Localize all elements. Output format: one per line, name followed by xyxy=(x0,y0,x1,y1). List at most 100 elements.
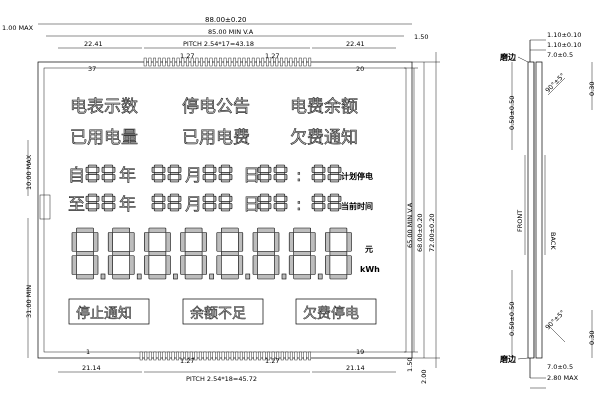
big-digit xyxy=(144,227,171,280)
digit-segment xyxy=(178,166,182,173)
lcd-text-yiyong-df: 已用电费 xyxy=(182,128,250,148)
lcd-row-2: 已用电量 已用电费 欠费通知 xyxy=(70,128,359,149)
digit-segment xyxy=(87,208,98,212)
digit-segment xyxy=(76,274,94,280)
top-pin xyxy=(251,57,255,67)
digit-segment xyxy=(220,193,231,197)
digit-segment xyxy=(151,203,155,210)
digit-segment xyxy=(85,174,89,181)
bottom-pin xyxy=(217,351,220,361)
small-digit xyxy=(85,193,100,212)
pin-1: 1 xyxy=(86,348,90,356)
lcd-unit-yuan: 元 xyxy=(365,245,373,254)
digit-segment xyxy=(322,174,326,181)
digit-segment xyxy=(184,250,203,257)
bottom-pin xyxy=(198,351,202,361)
digit-segment xyxy=(293,250,312,257)
top-pin xyxy=(157,57,161,67)
dim-127-d: 1.27 xyxy=(265,357,279,365)
bottom-pin xyxy=(258,351,261,361)
dim-pitch-top: PITCH 2.54*17=43.18 xyxy=(183,40,254,48)
small-digit xyxy=(273,164,288,183)
big-digit xyxy=(252,227,280,280)
small-digit xyxy=(257,164,272,183)
small-digit xyxy=(218,193,233,212)
digit-segment xyxy=(325,255,331,275)
top-pin xyxy=(181,57,185,67)
pin-19: 19 xyxy=(356,348,364,356)
lcd-text-dianfei: 电费余额 xyxy=(290,97,358,117)
top-pin xyxy=(289,57,293,67)
digit-segment xyxy=(313,172,324,175)
digit-segment xyxy=(313,208,324,212)
dim-height-68: 68.00±0.20 xyxy=(416,213,424,252)
bottom-pin xyxy=(139,351,143,361)
digit-segment xyxy=(284,174,288,181)
dim-overall-width: 88.00±0.20 xyxy=(205,16,247,24)
side-view: 1.10±0.10 1.10±0.10 7.0±0.5 磨边 FRONT BAC… xyxy=(499,31,596,389)
dim-pitch-bot: PITCH 2.54*18=45.72 xyxy=(186,375,257,383)
digit-segment xyxy=(162,174,166,181)
digit-segment xyxy=(293,274,312,280)
lcd-big-digits xyxy=(71,227,352,280)
dim-bot-2114a: 21.14 xyxy=(82,364,101,372)
small-digit xyxy=(202,164,217,183)
bottom-pin xyxy=(176,351,179,361)
lcd-colon-1: : xyxy=(296,166,302,186)
bottom-pins xyxy=(139,351,311,361)
digit-segment xyxy=(169,179,180,183)
digit-segment xyxy=(259,164,270,168)
digit-segment xyxy=(313,193,324,197)
digit-segment xyxy=(229,195,233,202)
digit-segment xyxy=(202,203,206,210)
digit-segment xyxy=(218,195,222,202)
digit-segment xyxy=(268,203,272,210)
dim-height-72: 72.00±0.20 xyxy=(428,213,436,252)
digit-segment xyxy=(213,174,217,181)
top-pin xyxy=(195,57,199,67)
digit-segment xyxy=(275,193,286,197)
top-pin xyxy=(275,57,279,67)
small-digit xyxy=(85,164,100,183)
digit-segment xyxy=(167,195,171,202)
decimal-point xyxy=(281,273,287,280)
lcd-month-1: 月 xyxy=(185,166,202,186)
digit-segment xyxy=(322,203,326,210)
lcd-box-1 xyxy=(68,298,150,325)
top-pin xyxy=(228,57,232,67)
digit-segment xyxy=(213,203,217,210)
dim-left-10max: 10.00 MAX xyxy=(25,154,33,190)
digit-segment xyxy=(274,232,280,252)
digit-segment xyxy=(169,208,180,212)
digit-segment xyxy=(87,164,98,168)
digit-segment xyxy=(268,195,272,202)
digit-segment xyxy=(273,166,277,173)
bottom-pin xyxy=(162,351,166,361)
bottom-pin xyxy=(185,351,189,361)
decimal-point xyxy=(136,273,142,280)
small-digit xyxy=(327,164,342,183)
digit-segment xyxy=(284,195,288,202)
big-digit xyxy=(180,227,207,280)
digit-segment xyxy=(85,166,89,173)
side-dim-030a: 0.30 xyxy=(588,82,596,96)
top-pin xyxy=(284,57,288,67)
digit-segment xyxy=(338,203,342,210)
digit-segment xyxy=(202,174,206,181)
digit-segment xyxy=(201,232,207,252)
digit-segment xyxy=(180,255,186,275)
digit-segment xyxy=(201,255,207,275)
digit-segment xyxy=(204,201,215,204)
lcd-day-1: 日 xyxy=(243,166,260,186)
digit-segment xyxy=(259,201,270,204)
top-pin xyxy=(204,57,208,67)
dim-top-max: 1.00 MAX xyxy=(2,24,34,32)
decimal-point xyxy=(209,273,214,280)
digit-segment xyxy=(221,227,239,233)
digit-segment xyxy=(329,172,340,175)
digit-segment xyxy=(148,227,167,233)
dim-left-31min: 31.00 MIN xyxy=(25,285,33,318)
digit-segment xyxy=(167,166,171,173)
side-glass-back xyxy=(535,61,543,359)
side-label-mobian-bot: 磨边 xyxy=(499,354,517,364)
